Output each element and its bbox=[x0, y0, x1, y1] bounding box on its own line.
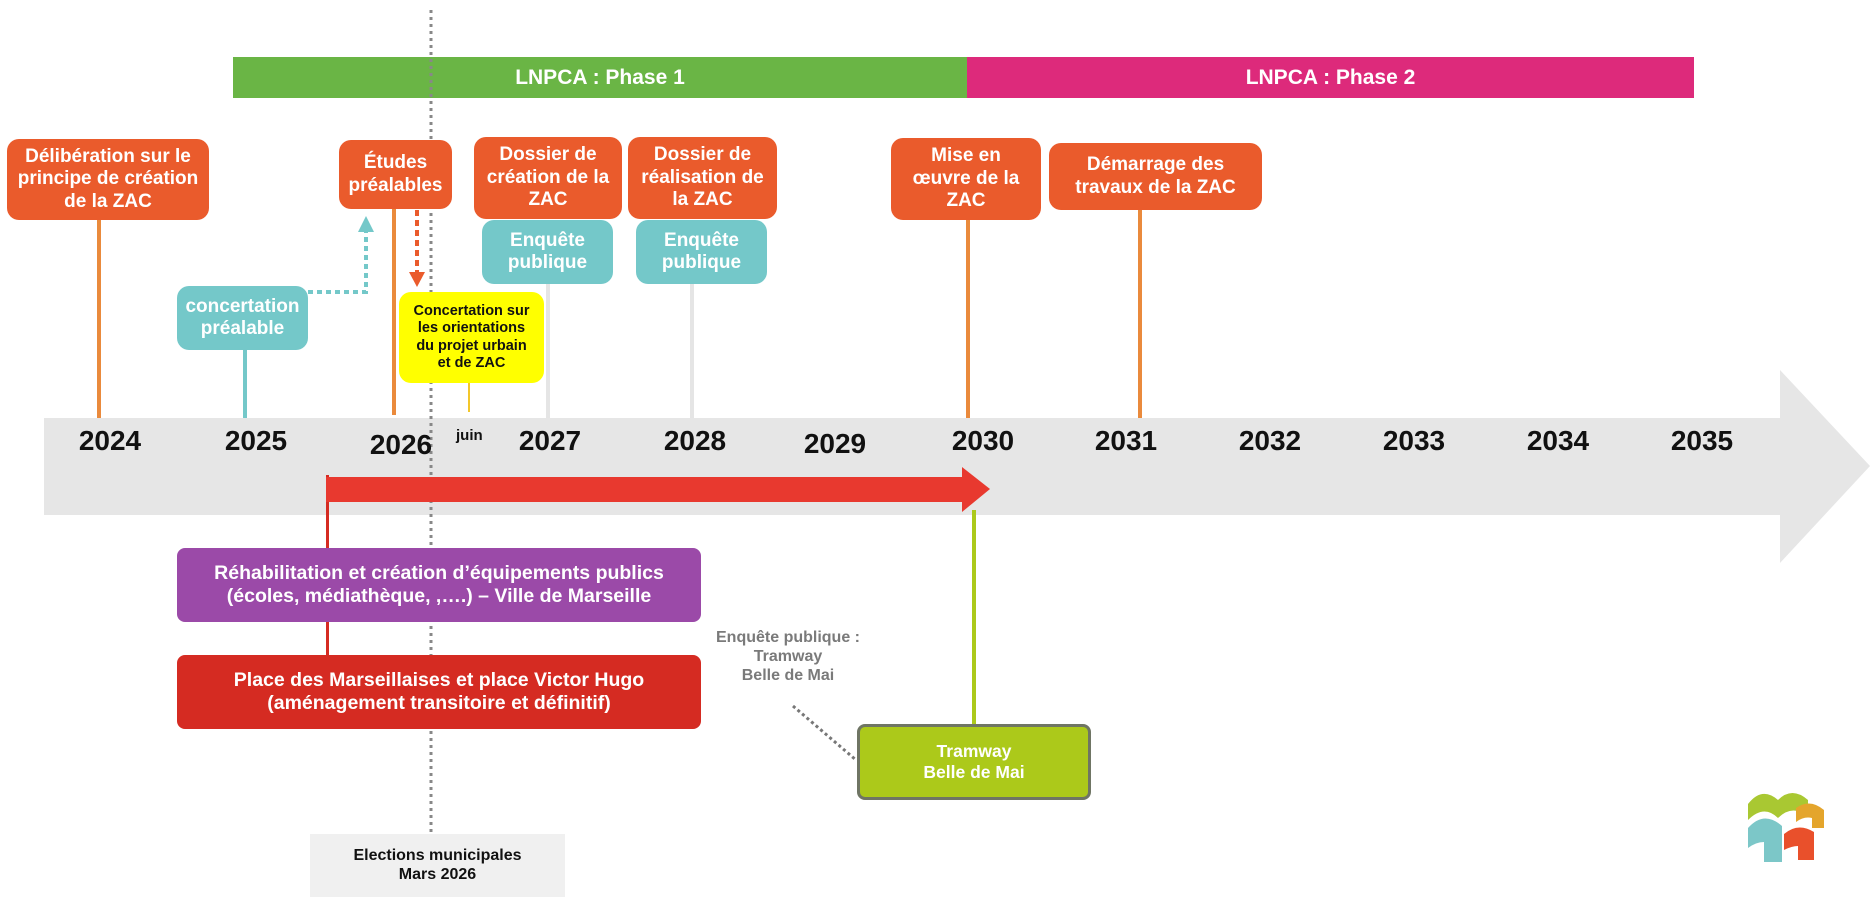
enquete-2-connector bbox=[690, 282, 694, 418]
mise-en-oeuvre-box: Mise en œuvre de la ZAC bbox=[891, 138, 1041, 220]
rehabilitation-box: Réhabilitation et création d’équipements… bbox=[177, 548, 701, 622]
enquete-publique-2-box: Enquête publique bbox=[636, 220, 767, 284]
juin-connector bbox=[468, 380, 470, 412]
place-label: Place des Marseillaises et place Victor … bbox=[233, 669, 645, 714]
concertation-prealable-label: concertation préalable bbox=[185, 295, 300, 339]
year-2027: 2027 bbox=[518, 425, 582, 456]
year-2028: 2028 bbox=[663, 425, 727, 456]
year-2026: 2026 bbox=[369, 429, 433, 460]
deliberation-label: Délibération sur le principe de création… bbox=[17, 145, 199, 212]
phase-2-label: LNPCA : Phase 2 bbox=[1245, 65, 1416, 89]
tramway-dotted-pointer bbox=[792, 704, 857, 762]
tramway-connector bbox=[972, 510, 976, 727]
year-2025: 2025 bbox=[224, 425, 288, 456]
year-2034: 2034 bbox=[1526, 425, 1590, 456]
concertation-orientations-box: Concertation sur les orientations du pro… bbox=[399, 292, 544, 383]
elections-label: Elections municipales Mars 2026 bbox=[353, 846, 522, 883]
phase-1-bar: LNPCA : Phase 1 bbox=[233, 57, 967, 98]
tramway-box: Tramway Belle de Mai bbox=[857, 724, 1091, 800]
year-2032: 2032 bbox=[1238, 425, 1302, 456]
dossier-realisation-box: Dossier de réalisation de la ZAC bbox=[628, 137, 777, 219]
enquete-publique-1-box: Enquête publique bbox=[482, 220, 613, 284]
concertation-prealable-box: concertation préalable bbox=[177, 286, 308, 350]
mise-en-oeuvre-label: Mise en œuvre de la ZAC bbox=[912, 145, 1020, 212]
concertation-up-arrow bbox=[308, 226, 368, 294]
rehabilitation-label: Réhabilitation et création d’équipements… bbox=[214, 562, 664, 607]
deliberation-box: Délibération sur le principe de création… bbox=[7, 139, 209, 220]
phase-2-bar: LNPCA : Phase 2 bbox=[967, 57, 1694, 98]
year-2029: 2029 bbox=[803, 428, 867, 459]
etudes-connector bbox=[392, 205, 396, 415]
elections-box: Elections municipales Mars 2026 bbox=[310, 834, 565, 897]
enquete-publique-1-label: Enquête publique bbox=[507, 229, 588, 273]
year-2035: 2035 bbox=[1670, 425, 1734, 456]
dossier-realisation-label: Dossier de réalisation de la ZAC bbox=[641, 144, 764, 211]
year-2031: 2031 bbox=[1094, 425, 1158, 456]
year-2024: 2024 bbox=[78, 425, 142, 456]
deliberation-connector bbox=[97, 215, 101, 418]
dossier-creation-box: Dossier de création de la ZAC bbox=[474, 137, 622, 219]
phase-1-label: LNPCA : Phase 1 bbox=[515, 65, 685, 89]
year-2033: 2033 bbox=[1382, 425, 1446, 456]
concertation-prealable-connector bbox=[243, 348, 247, 418]
year-2030: 2030 bbox=[951, 425, 1015, 456]
demarrage-label: Démarrage des travaux de la ZAC bbox=[1075, 154, 1236, 198]
demarrage-box: Démarrage des travaux de la ZAC bbox=[1049, 143, 1262, 210]
tramway-label: Tramway Belle de Mai bbox=[923, 741, 1025, 782]
juin-label: juin bbox=[456, 427, 483, 444]
etudes-label: Études préalables bbox=[348, 152, 443, 196]
demarrage-connector bbox=[1138, 205, 1142, 418]
etudes-box: Études préalables bbox=[339, 140, 452, 209]
dossier-creation-label: Dossier de création de la ZAC bbox=[486, 144, 610, 211]
concertation-orientations-label: Concertation sur les orientations du pro… bbox=[413, 303, 530, 371]
enquete-tramway-note: Enquête publique : Tramway Belle de Mai bbox=[716, 629, 860, 685]
mise-en-oeuvre-connector bbox=[966, 215, 970, 418]
enquete-publique-2-label: Enquête publique bbox=[661, 229, 742, 273]
enquete-1-connector bbox=[546, 282, 550, 418]
place-box: Place des Marseillaises et place Victor … bbox=[177, 655, 701, 729]
city-logo-icon bbox=[1748, 793, 1824, 862]
